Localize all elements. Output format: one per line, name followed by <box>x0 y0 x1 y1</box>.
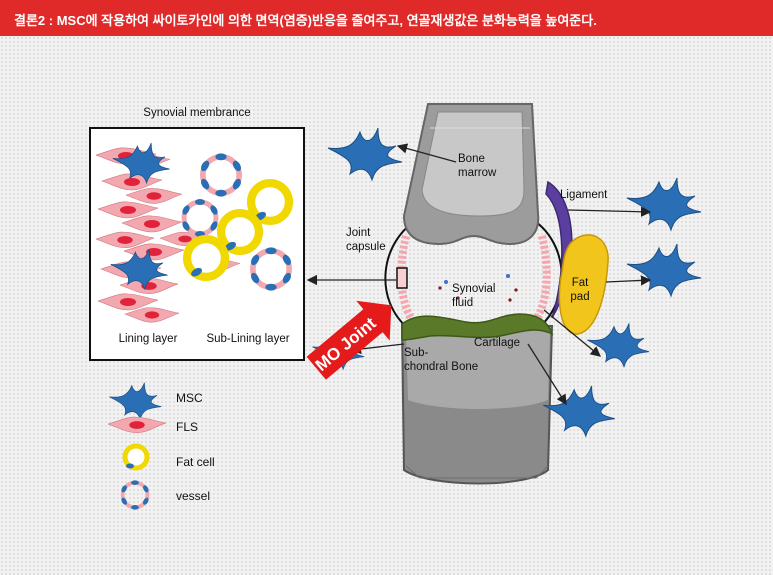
legend: MSC FLS Fat cell vessel <box>108 382 215 512</box>
fat-pad-label-2: pad <box>570 291 589 303</box>
arrow-ligament <box>567 206 652 217</box>
subchondral-label-1: Sub- <box>404 347 428 359</box>
legend-fat-cell-label: Fat cell <box>176 455 215 469</box>
synovium-lining <box>532 235 551 323</box>
legend-fat-cell-nucleus <box>126 463 134 469</box>
msc-cell-fat-pad <box>626 243 702 297</box>
legend-fat-cell-icon <box>122 443 150 471</box>
fluid-dot <box>456 296 460 300</box>
synovial-membrane-inset: Synovial membrance <box>89 107 305 361</box>
arrow-subchondral <box>527 343 567 406</box>
mo-joint-badge: MO Joint <box>306 300 392 380</box>
joint-capsule-label-2: capsule <box>346 241 386 253</box>
fluid-dot <box>506 274 510 278</box>
bone-edge <box>405 465 549 479</box>
synovial-fluid-label-2: fluid <box>452 297 473 309</box>
bone-marrow-label-1: Bone <box>458 153 485 165</box>
capsule-sample-box <box>396 267 408 289</box>
fluid-dot <box>514 288 518 292</box>
legend-vessel-label: vessel <box>176 489 210 503</box>
msc-cell-ligament <box>626 177 702 231</box>
sublining-layer-label: Sub-Lining layer <box>206 333 289 345</box>
legend-msc-label: MSC <box>176 391 203 405</box>
inset-title: Synovial membrance <box>143 107 250 119</box>
joint-capsule-outline <box>529 217 563 331</box>
legend-msc-icon <box>109 382 162 420</box>
subchondral-bone <box>406 322 550 409</box>
fat-pad <box>558 234 609 335</box>
cartilage <box>401 313 554 341</box>
synovial-fluid-label-1: Synovial <box>452 283 495 295</box>
msc-cell-subchondral <box>542 385 616 437</box>
subchondral-label-2: chondral Bone <box>404 361 478 373</box>
cartilage-label: Cartilage <box>474 337 520 349</box>
header-bar: 결론2 : MSC에 작용하여 싸이토카인에 의한 면역(염증)반응을 줄여주고… <box>0 0 773 36</box>
ligament-label: Ligament <box>560 189 608 201</box>
fluid-dot <box>438 286 442 290</box>
legend-fls-label: FLS <box>176 420 198 434</box>
knee-joint: Bone marrow Ligament Joint capsule Fat p… <box>346 103 609 485</box>
fat-cell <box>221 213 259 252</box>
msc-cell-synovium <box>586 322 650 368</box>
arrow-fat-pad <box>605 275 652 286</box>
arrows <box>306 143 652 406</box>
joint-capsule-label-1: Joint <box>346 227 371 239</box>
fat-pad-label-1: Fat <box>572 277 589 289</box>
bone-marrow-label-2: marrow <box>458 167 497 179</box>
arrow-synovium <box>543 309 602 357</box>
legend-vessel-icon <box>118 478 152 512</box>
badge-arrow-shape <box>306 300 392 380</box>
bone-marrow-area <box>421 111 525 217</box>
header-text: 결론2 : MSC에 작용하여 싸이토카인에 의한 면역(염증)반응을 줄여주고… <box>14 13 597 28</box>
fluid-dot <box>508 298 512 302</box>
fluid-dot <box>444 280 448 284</box>
arrow-bone-marrow <box>396 143 457 163</box>
msc-cell-bone-marrow <box>327 127 403 181</box>
fat-cell <box>187 239 225 278</box>
lining-layer-label: Lining layer <box>119 333 178 345</box>
legend-fls-icon <box>108 416 166 434</box>
